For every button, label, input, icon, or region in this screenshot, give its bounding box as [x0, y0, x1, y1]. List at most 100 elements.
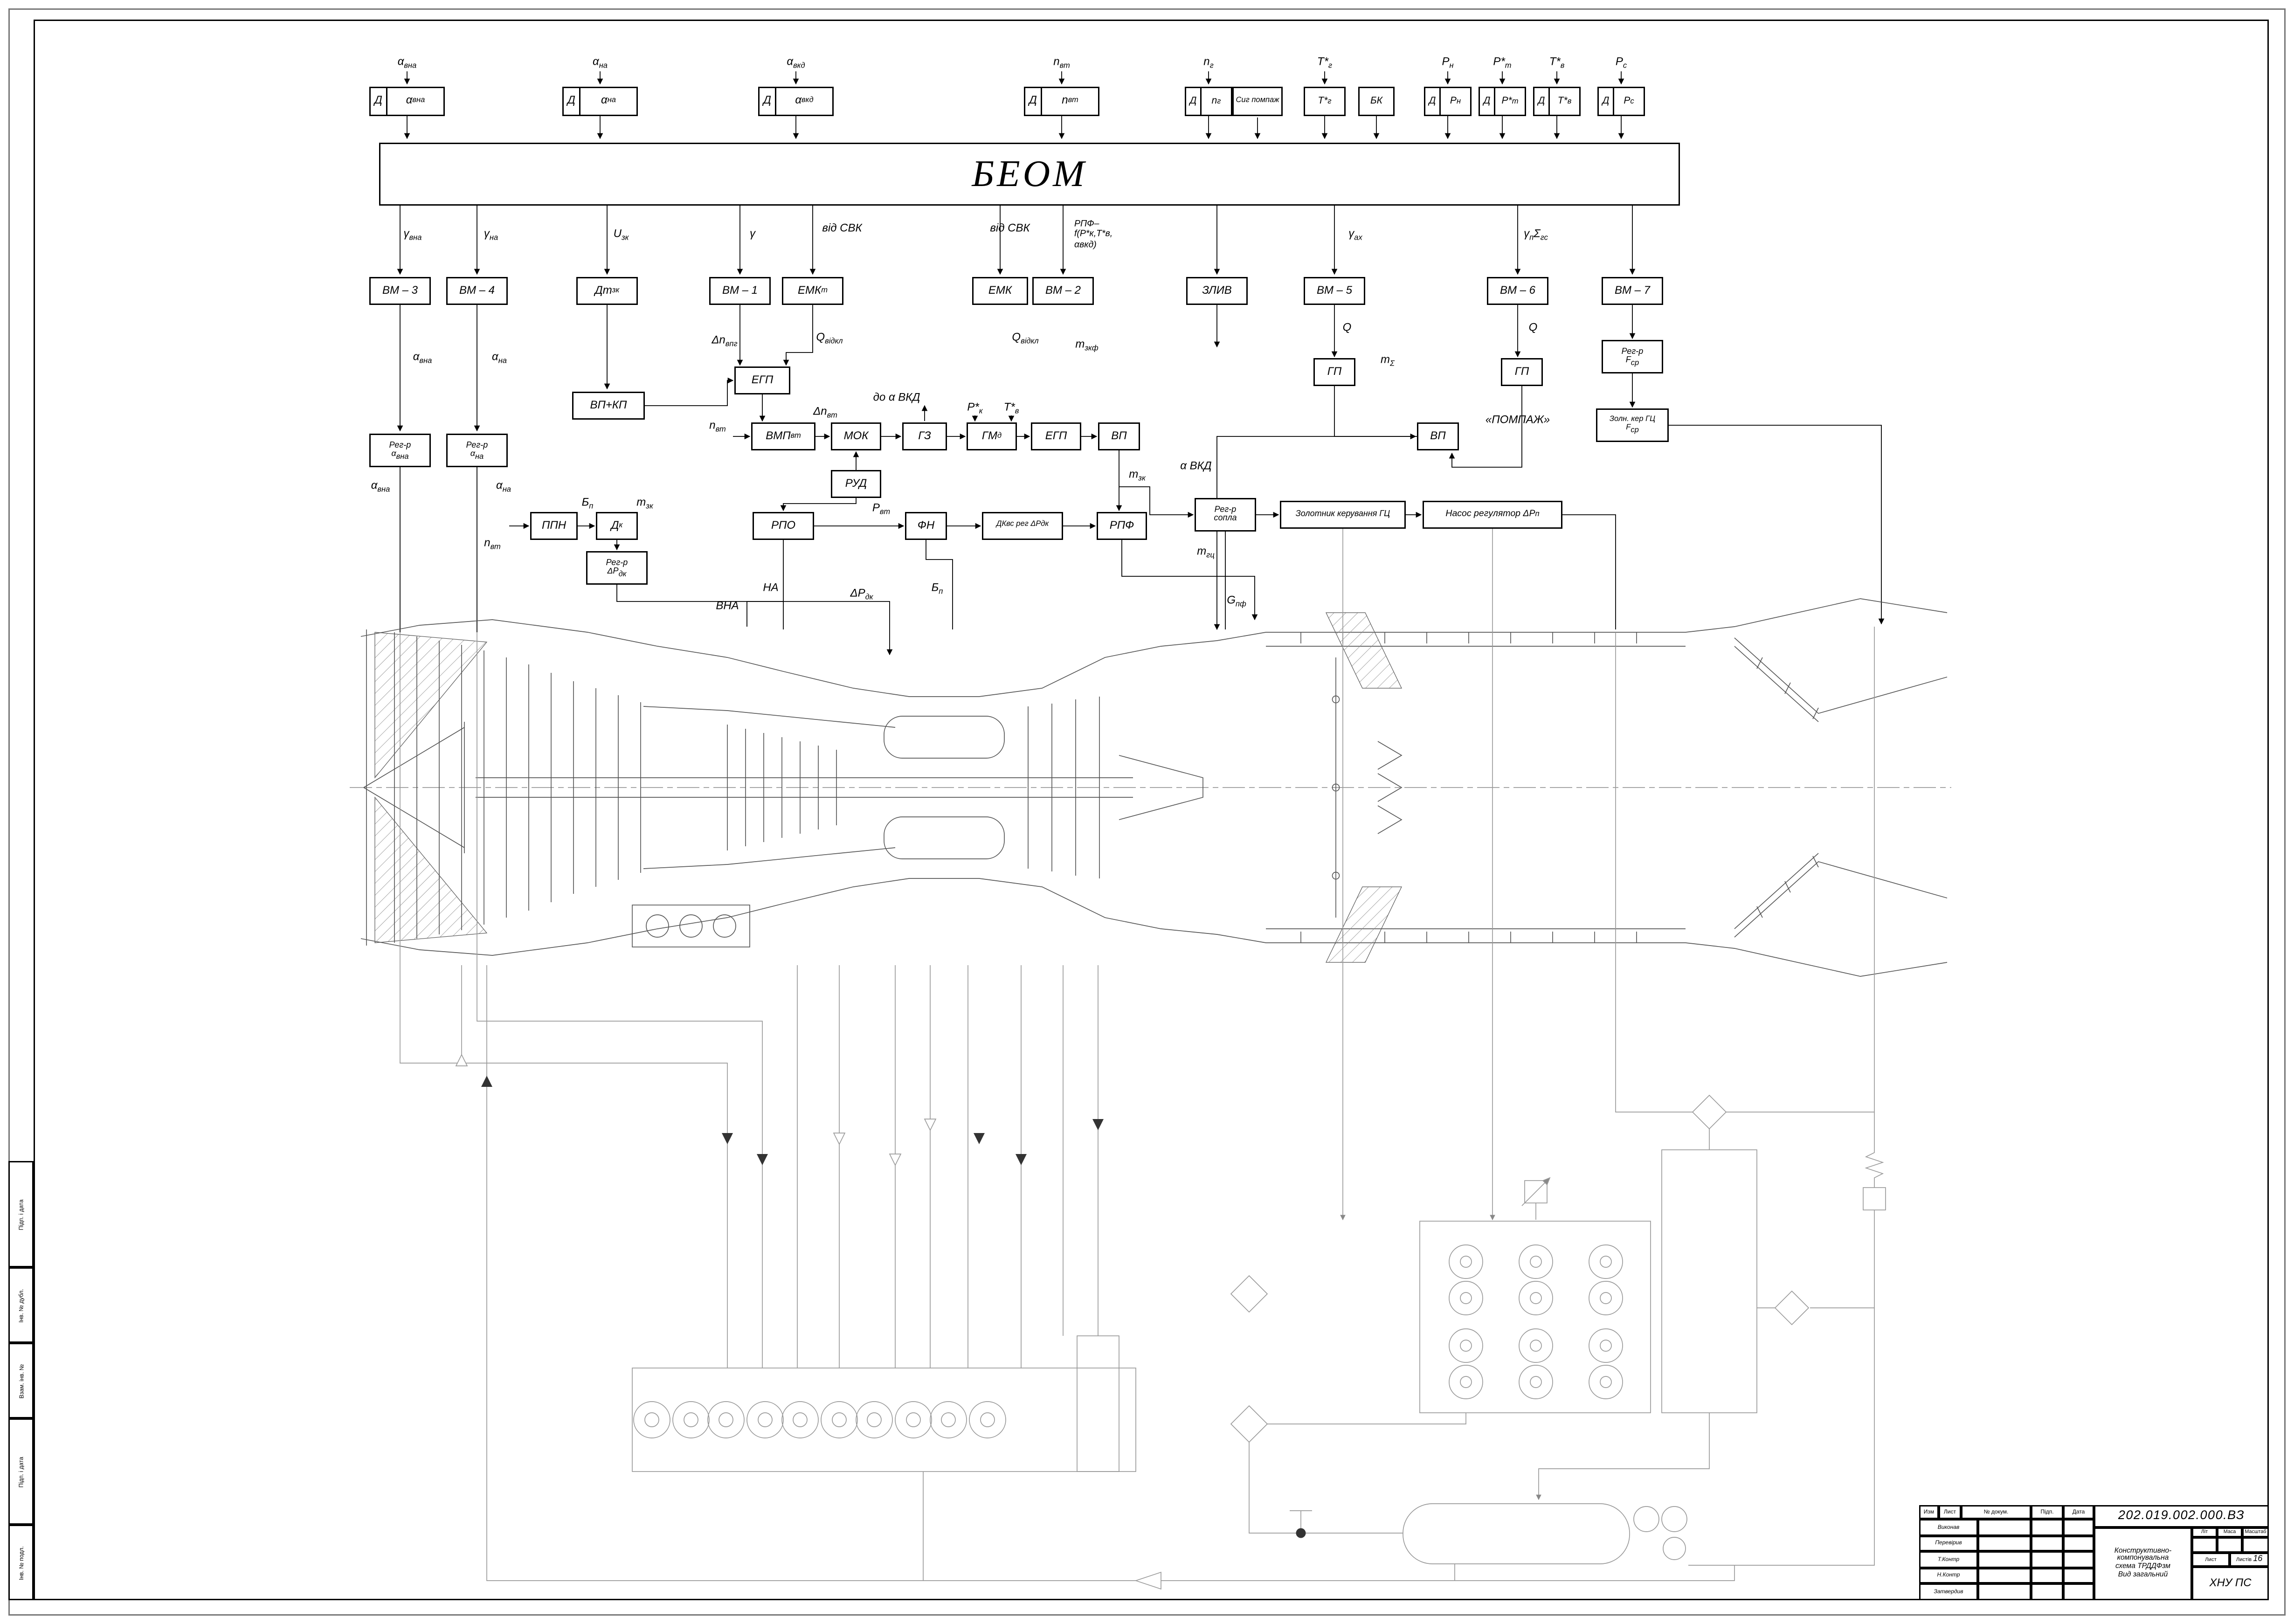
block-gp-2: ГП	[1501, 358, 1543, 386]
block-dkvs-reg-dpdk: ДКвс рег ΔРдк	[982, 512, 1063, 540]
fuel-tank	[1296, 1503, 1687, 1564]
output-label-gamma-ax: γах	[1348, 227, 1362, 243]
block-vm-2: ВМ – 2	[1032, 277, 1094, 305]
block-egp-1: ЕГП	[734, 366, 790, 394]
label-dp-dk-2: ΔРдк	[850, 587, 873, 602]
label-q-vidkl-2: Qвідкл	[1012, 331, 1039, 346]
label-q-1: Q	[1342, 321, 1352, 334]
signal-label-p-n: Рн	[1442, 55, 1454, 71]
block-ppn: ППН	[530, 512, 578, 540]
signal-connection-lines	[397, 71, 1885, 656]
block-vp-2-surge: ВП	[1417, 422, 1459, 450]
edge-cell-sign-date-1: Підп. і дата	[8, 1161, 34, 1267]
block-vp-kp: ВП+КП	[572, 392, 645, 420]
label-dn-vt: Δnвт	[813, 405, 837, 421]
block-gp-1: ГП	[1313, 358, 1355, 386]
tb-sign-5	[2031, 1584, 2063, 1600]
label-m-zk-2: mзк	[636, 496, 653, 511]
accessory-gearbox	[632, 905, 750, 947]
tb-name-pereviryv	[1978, 1535, 2031, 1552]
label-n-vt-3: nвт	[484, 536, 501, 552]
tb-scale-value	[2242, 1537, 2269, 1553]
tb-date-1	[2063, 1519, 2094, 1535]
output-label-gamma: γ	[750, 227, 755, 240]
valve-icon	[1524, 1180, 1548, 1203]
label-m-sum: mΣ	[1381, 353, 1395, 369]
label-alpha-na-3: αна	[496, 479, 511, 495]
relief-valve-icon	[1863, 1146, 1886, 1210]
tb-role-zatverdyv: Затвердив	[1919, 1584, 1978, 1600]
label-m-zkf: mзкф	[1075, 338, 1099, 353]
combustor-lower	[884, 816, 1005, 859]
tb-date-3	[2063, 1551, 2094, 1568]
signal-label-t-v: Т*в	[1549, 55, 1565, 71]
tb-col-sign: Підп.	[2031, 1505, 2063, 1519]
tb-name-nkontr	[1978, 1568, 2031, 1584]
label-g-pf: Gпф	[1227, 594, 1246, 609]
signal-label-p-t: Р*т	[1493, 55, 1512, 71]
nozzle	[1685, 598, 1948, 977]
block-vm-4: ВМ – 4	[446, 277, 508, 305]
output-label-gamma-p-sum: γпΣгс	[1524, 227, 1548, 243]
tb-lit-header: Літ	[2192, 1527, 2217, 1537]
block-zolotnik-gc: Золотник керування ГЦ	[1280, 501, 1406, 529]
tb-sign-1	[2031, 1519, 2063, 1535]
tb-col-date: Дата	[2063, 1505, 2094, 1519]
engine-mount-strut-bottom	[1326, 886, 1402, 963]
output-label-gamma-na: γна	[484, 227, 498, 243]
tb-lit-value	[2192, 1537, 2217, 1553]
label-q-vidkl-1: Qвідкл	[816, 331, 843, 346]
sensor-block-surge-signal: Сиг помпаж	[1232, 87, 1283, 116]
pump-block	[1419, 1177, 1651, 1413]
edge-cell-sign-date-2: Підп. і дата	[8, 1418, 34, 1525]
tb-date-4	[2063, 1568, 2094, 1584]
sensor-block-t-g: Т*г	[1304, 87, 1346, 116]
label-dn-vpg: Δnвпг	[712, 333, 738, 349]
output-label-from-svk-2: від СВК	[990, 221, 1030, 235]
block-vm-6: ВМ – 6	[1487, 277, 1548, 305]
hydraulic-schematic	[400, 529, 1886, 1590]
block-rud: РУД	[831, 470, 881, 498]
fan-compressor-blades	[394, 632, 641, 943]
signal-label-t-g: Т*г	[1317, 55, 1333, 71]
shaft	[476, 777, 1133, 798]
label-bp-2: Бп	[931, 581, 943, 597]
tb-col-list: Лист	[1939, 1505, 1961, 1519]
tb-col-docnum: № докум.	[1961, 1505, 2031, 1519]
tb-document-number: 202.019.002.000.ВЗ	[2094, 1505, 2269, 1527]
tb-sheet-label: Лист	[2192, 1553, 2230, 1567]
edge-cell-vzam-inv: Взам. інв. №	[8, 1343, 34, 1418]
output-label-u-zk: Uзк	[613, 227, 629, 243]
label-p-vt: Рвт	[872, 501, 891, 517]
signal-label-alpha-vna: αвна	[397, 55, 417, 71]
tb-mass-value	[2217, 1537, 2242, 1553]
block-vm-7: ВМ – 7	[1602, 277, 1663, 305]
block-mok: МОК	[831, 422, 881, 450]
tb-sign-4	[2031, 1568, 2063, 1584]
signal-label-alpha-vkd: αвкд	[787, 55, 805, 71]
signal-label-n-vt: nвт	[1053, 55, 1070, 71]
block-emk: ЕМК	[972, 277, 1028, 305]
tb-name-vykonav	[1978, 1519, 2031, 1535]
block-vm-5: ВМ – 5	[1304, 277, 1365, 305]
edge-cell-inv-podl: Інв. № подл.	[8, 1525, 34, 1600]
accumulator-block	[1661, 1149, 1757, 1413]
label-na: НА	[763, 581, 779, 594]
tb-date-5	[2063, 1584, 2094, 1600]
check-valve-arrows	[455, 1054, 1161, 1590]
